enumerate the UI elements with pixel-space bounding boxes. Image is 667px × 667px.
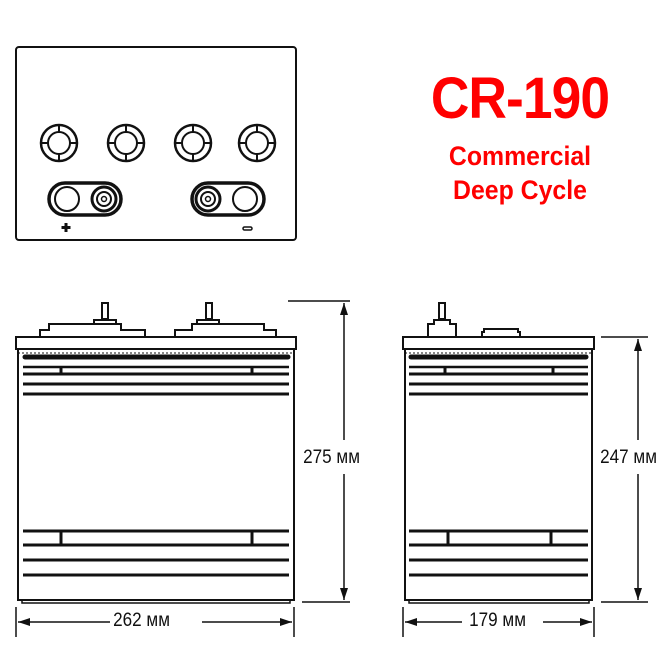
vent-cap-icon (173, 123, 213, 163)
minus-sign-icon (242, 226, 253, 231)
product-line-2: Deep Cycle (453, 175, 587, 205)
front-height-label: 275 мм (303, 447, 360, 469)
top-view (15, 46, 297, 241)
side-height-label: 247 мм (600, 447, 657, 469)
model-title: CR-190 (430, 66, 610, 131)
vent-cap-icon (106, 123, 146, 163)
negative-terminal-icon (190, 181, 266, 217)
vent-cap-icon (237, 123, 277, 163)
product-line-1: Commercial (448, 141, 592, 171)
vent-cap-icon (39, 123, 79, 163)
side-view (402, 302, 648, 637)
positive-terminal-icon (47, 181, 123, 217)
front-view (15, 300, 350, 637)
side-width-label: 179 мм (469, 610, 526, 632)
front-width-label: 262 мм (113, 610, 170, 632)
plus-sign-icon (61, 223, 71, 232)
